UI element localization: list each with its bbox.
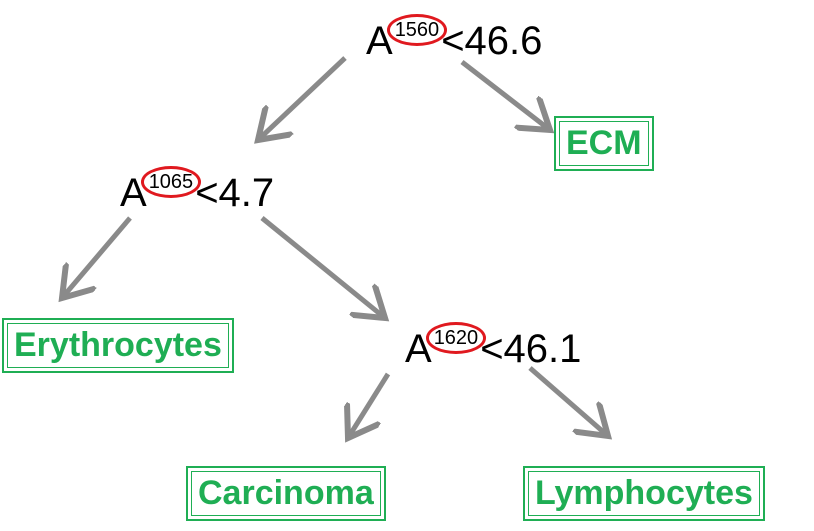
arrow-left-to-inner	[260, 216, 385, 318]
leaf-carcinoma: Carcinoma	[186, 466, 386, 521]
node-threshold: <4.7	[195, 171, 275, 215]
node-feature-index: 1620	[425, 322, 487, 354]
leaf-label: Erythrocytes	[7, 323, 229, 368]
highlight-ring	[140, 166, 202, 198]
highlight-ring	[425, 322, 487, 354]
leaf-lymphocytes: Lymphocytes	[523, 466, 765, 521]
leaf-label: Carcinoma	[191, 471, 381, 516]
highlight-ring	[386, 14, 448, 46]
node-threshold: <46.6	[441, 19, 543, 63]
node-feature-index: 1560	[386, 14, 448, 46]
arrow-root-to-left	[258, 56, 347, 140]
leaf-ecm: ECM	[554, 116, 654, 171]
leaf-label: Lymphocytes	[528, 471, 760, 516]
arrow-left-to-erythrocytes	[62, 216, 132, 298]
arrow-inner-to-carcinoma	[348, 372, 391, 438]
node-threshold: <46.1	[480, 327, 582, 371]
arrow-inner-to-lymphocytes	[528, 366, 608, 436]
leaf-erythrocytes: Erythrocytes	[2, 318, 234, 373]
node-feature-index: 1065	[140, 166, 202, 198]
leaf-label: ECM	[559, 121, 649, 166]
arrow-root-to-ecm	[460, 60, 550, 130]
